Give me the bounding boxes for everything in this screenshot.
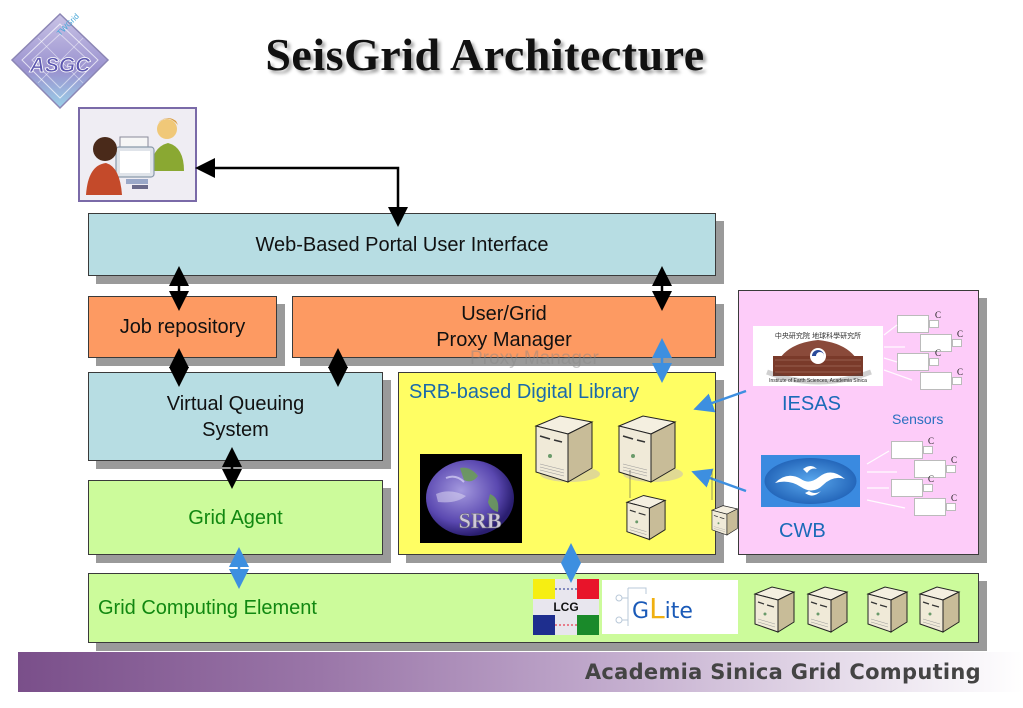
- cwb-logo-image: [761, 455, 860, 507]
- portal-label: Web-Based Portal User Interface: [255, 233, 549, 256]
- sensor-icon: [914, 460, 946, 478]
- cwb-label: CWB: [779, 520, 826, 542]
- sensor-marker: C: [928, 474, 935, 484]
- sensor-marker: C: [951, 493, 958, 503]
- proxy-manager-label-line2: Proxy Manager: [436, 329, 572, 351]
- sensor-tip: [952, 339, 962, 347]
- asgc-logo: TWGrid ASGC: [8, 8, 113, 113]
- page-title: SeisGrid Architecture: [265, 29, 705, 80]
- glite-logo: GLite: [602, 580, 738, 634]
- iesas-label: IESAS: [782, 393, 841, 415]
- virtual-queuing-system-box: Virtual Queuing System: [88, 372, 383, 461]
- lcg-label: LCG: [553, 600, 578, 614]
- gce-server-icon-4: [917, 584, 963, 634]
- grid-computing-element-label: Grid Computing Element: [98, 597, 317, 619]
- sensor-icon: [891, 479, 923, 497]
- sensor-tip: [952, 377, 962, 385]
- sensor-icon: [897, 353, 929, 371]
- sensor-icon: [897, 315, 929, 333]
- proxy-manager-ghost-text: Proxy Manager: [470, 348, 599, 369]
- footer-text: Academia Sinica Grid Computing: [584, 660, 981, 684]
- sensor-tip: [946, 503, 956, 511]
- footer-banner: Academia Sinica Grid Computing: [18, 652, 1023, 692]
- sensor-marker: C: [957, 367, 964, 377]
- grid-agent-box: Grid Agent: [88, 480, 383, 555]
- sensor-marker: C: [951, 455, 958, 465]
- sensor-icon: [891, 441, 923, 459]
- job-repository-label: Job repository: [119, 316, 246, 338]
- grid-agent-label: Grid Agent: [188, 506, 283, 529]
- proxy-manager-box: User/Grid Proxy Manager: [292, 296, 716, 358]
- sensor-marker: C: [957, 329, 964, 339]
- srb-server-icon-2: [615, 412, 685, 487]
- sensor-icon: [920, 372, 952, 390]
- sensors-label: Sensors: [892, 411, 944, 427]
- iesas-image-caption: Institute of Earth Sciences, Academia Si…: [769, 378, 867, 384]
- glite-label: GLite: [632, 592, 693, 625]
- srb-server-icon-3: [624, 492, 669, 542]
- gce-server-icon-2: [805, 584, 851, 634]
- sensor-marker: C: [935, 310, 942, 320]
- job-repository-box: Job repository: [88, 296, 277, 358]
- sensor-marker: C: [935, 348, 942, 358]
- sensor-icon: [914, 498, 946, 516]
- lcg-logo: LCG: [533, 579, 599, 635]
- iesas-building-image: 中央研究院 地球科學研究所 Institute of Earth Science…: [753, 326, 883, 386]
- proxy-manager-label-line1: User/Grid: [461, 303, 547, 325]
- srb-server-icon-1: [532, 412, 602, 487]
- sensor-tip: [946, 465, 956, 473]
- web-portal-ui-box: Web-Based Portal User Interface: [88, 213, 716, 276]
- sensor-marker: C: [928, 436, 935, 446]
- gce-server-icon-1: [752, 584, 798, 634]
- sensor-icon: [920, 334, 952, 352]
- sensor-tip: [929, 320, 939, 328]
- srb-library-label: SRB-based Digital Library: [409, 381, 640, 403]
- sensor-tip: [923, 484, 933, 492]
- users-illustration: [78, 107, 197, 202]
- sensor-tip: [923, 446, 933, 454]
- srb-server-icon-4: [710, 497, 740, 543]
- sensor-tip: [929, 358, 939, 366]
- srb-image-label: SRB: [459, 508, 502, 533]
- vqs-label-line2: System: [202, 418, 269, 441]
- gce-server-icon-3: [865, 584, 911, 634]
- srb-earth-image: SRB: [420, 454, 522, 543]
- svg-text:中央研究院 地球科學研究所: 中央研究院 地球科學研究所: [775, 331, 861, 340]
- vqs-label-line1: Virtual Queuing: [166, 392, 305, 415]
- logo-text: ASGC: [29, 54, 92, 77]
